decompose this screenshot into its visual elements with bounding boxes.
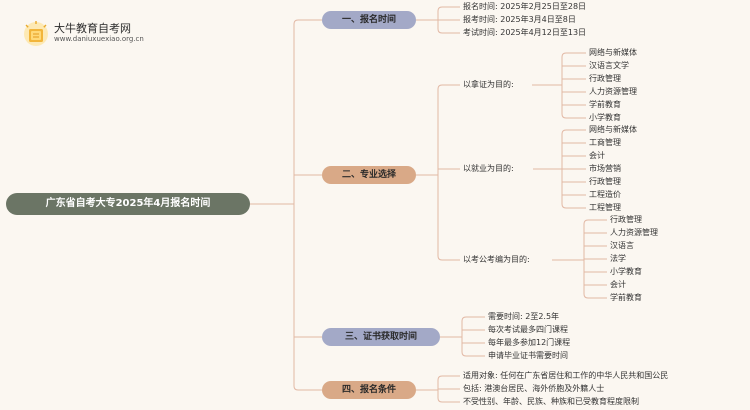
connector-line: [293, 19, 322, 204]
group-label-employment: 以就业为目的:: [463, 164, 514, 173]
leaf-text: 市场营销: [589, 164, 621, 173]
leaf-text: 学前教育: [610, 293, 642, 302]
leaf-text: 工商管理: [589, 138, 621, 147]
connector-line: [293, 204, 322, 391]
leaf-text: 不受性别、年龄、民族、种族和已受教育程度限制: [463, 397, 639, 406]
leaf-text: 报名时间: 2025年2月25日至28日: [463, 2, 587, 11]
leaf-text: 行政管理: [589, 74, 621, 83]
section-requirements: 四、报名条件: [322, 381, 416, 399]
connector-line: [437, 6, 460, 20]
leaf-text: 每次考试最多四门课程: [488, 325, 568, 334]
leaf-text: 工程造价: [589, 190, 621, 199]
leaf-text: 人力资源管理: [589, 87, 637, 96]
logo-url: www.daniuxuexiao.org.cn: [54, 35, 144, 43]
leaf-text: 会计: [589, 151, 605, 160]
connector-line: [437, 20, 460, 34]
site-logo[interactable]: 大牛教育自考网 www.daniuxuexiao.org.cn: [22, 18, 172, 52]
connector-line: [561, 169, 586, 209]
section-certificate-time: 三、证书获取时间: [322, 328, 440, 346]
leaf-text: 汉语言文学: [589, 61, 629, 70]
leaf-text: 汉语言: [610, 241, 634, 250]
leaf-text: 网络与新媒体: [589, 48, 637, 57]
group-label-civil-service: 以考公考编为目的:: [463, 255, 530, 264]
connector-line: [583, 219, 607, 260]
root-topic: 广东省自考大专2025年4月报名时间: [6, 193, 250, 215]
connector-line: [561, 52, 586, 85]
leaf-text: 小学教育: [610, 267, 642, 276]
leaf-text: 法学: [610, 254, 626, 263]
connector-line: [437, 390, 460, 403]
leaf-text: 会计: [610, 280, 626, 289]
leaf-text: 每年最多参加12门课程: [488, 338, 571, 347]
leaf-text: 适用对象: 任何在广东省居住和工作的中华人民共和国公民: [463, 371, 669, 380]
connector-line: [583, 260, 607, 299]
leaf-text: 考试时间: 2025年4月12日至13日: [463, 28, 587, 37]
group-label-certificate: 以拿证为目的:: [463, 80, 514, 89]
leaf-text: 小学教育: [589, 113, 621, 122]
connector-line: [461, 337, 485, 357]
connector-line: [437, 84, 460, 175]
connector-line: [561, 85, 586, 119]
connector-line: [437, 175, 460, 261]
logo-book-icon: [24, 21, 48, 46]
logo-title: 大牛教育自考网: [54, 22, 131, 35]
leaf-text: 行政管理: [610, 215, 642, 224]
leaf-text: 网络与新媒体: [589, 125, 637, 134]
connector-line: [437, 375, 460, 390]
leaf-text: 行政管理: [589, 177, 621, 186]
leaf-text: 报考时间: 2025年3月4日至8日: [463, 15, 576, 24]
connector-line: [461, 316, 485, 337]
leaf-text: 人力资源管理: [610, 228, 658, 237]
leaf-text: 学前教育: [589, 100, 621, 109]
leaf-text: 申请毕业证书需要时间: [488, 351, 568, 360]
leaf-text: 需要时间: 2至2.5年: [488, 312, 560, 321]
section-registration-time: 一、报名时间: [322, 11, 416, 29]
connector-line: [561, 129, 586, 169]
section-major-selection: 二、专业选择: [322, 166, 416, 184]
leaf-text: 包括: 港澳台居民、海外侨胞及外籍人士: [463, 384, 605, 393]
leaf-text: 工程管理: [589, 203, 621, 212]
